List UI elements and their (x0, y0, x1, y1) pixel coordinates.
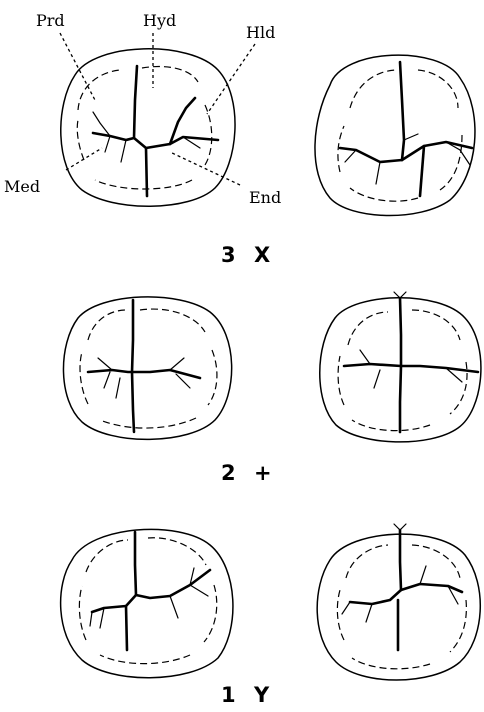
caption-1y-symbol: Y (253, 683, 270, 707)
caption-2plus-number: 2 (221, 461, 236, 485)
tooth-2plus-right (320, 292, 481, 442)
tooth-1y-left (61, 529, 233, 677)
tooth-3x-right (315, 55, 475, 215)
caption-1y: 1 Y (221, 683, 270, 707)
caption-2plus: 2 + (221, 461, 272, 485)
caption-2plus-symbol: + (254, 461, 272, 485)
tooth-1y-right (317, 524, 480, 680)
caption-3x-number: 3 (221, 243, 236, 267)
caption-3x-symbol: X (254, 243, 270, 267)
caption-1y-number: 1 (221, 683, 236, 707)
cusp-label-leaders (60, 33, 255, 185)
tooth-3x-left (61, 49, 235, 206)
tooth-2plus-left (63, 297, 231, 440)
label-hyd: Hyd (143, 11, 176, 30)
label-end: End (249, 188, 281, 207)
label-med: Med (4, 177, 40, 196)
caption-3x: 3 X (221, 243, 270, 267)
label-prd: Prd (36, 11, 65, 30)
label-hld: Hld (246, 23, 275, 42)
